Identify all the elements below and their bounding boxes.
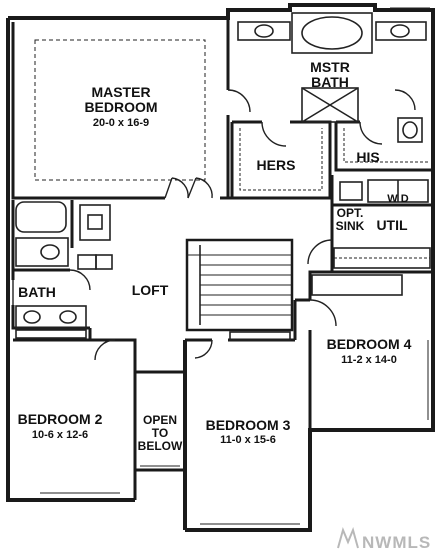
opt-sink-label: OPT. [337, 206, 364, 220]
vanity-left [15, 305, 87, 329]
shower [301, 87, 359, 123]
master-bedroom-wall [11, 22, 165, 200]
open-to-below-label-2: TO [152, 426, 168, 440]
open-to-below-label-3: BELOW [138, 439, 183, 453]
bedroom-2-label: BEDROOM 2 [18, 411, 103, 427]
nwmls-watermark: NWMLS [337, 526, 431, 552]
bathtub-master [291, 12, 373, 54]
washer-dryer-label: W D [387, 193, 408, 205]
bedroom-4-size: 11-2 x 14-0 [341, 354, 397, 366]
outer-wall-top [8, 3, 435, 395]
outer-wall [6, 18, 135, 502]
master-bedroom-label: MASTER [91, 84, 150, 100]
bedroom-3-size: 11-0 x 15-6 [220, 434, 276, 446]
util-label: UTIL [376, 217, 408, 233]
bathtub-left [15, 201, 67, 233]
bath-label: BATH [18, 284, 56, 300]
opt-sink-label-2: SINK [336, 219, 365, 233]
loft-label: LOFT [132, 282, 169, 298]
bedroom-3-label: BEDROOM 3 [206, 417, 291, 433]
master-bedroom-size: 20-0 x 16-9 [93, 117, 149, 129]
master-bedroom-label-2: BEDROOM [84, 99, 157, 115]
bedroom-2-size: 10-6 x 12-6 [32, 429, 88, 441]
watermark-text: NWMLS [362, 533, 431, 552]
hers-closet-label: HERS [257, 157, 296, 173]
open-to-below-label: OPEN [143, 413, 177, 427]
bedroom-4-label: BEDROOM 4 [327, 336, 412, 352]
master-bed-outline [34, 39, 206, 181]
toilet-master [397, 117, 423, 143]
master-bath-label: MSTR [310, 59, 350, 75]
his-closet-label: HIS [356, 149, 379, 165]
master-bath-label-2: BATH [311, 74, 349, 90]
bedroom-4-wall [308, 270, 332, 300]
his-closet-wall [334, 122, 433, 172]
